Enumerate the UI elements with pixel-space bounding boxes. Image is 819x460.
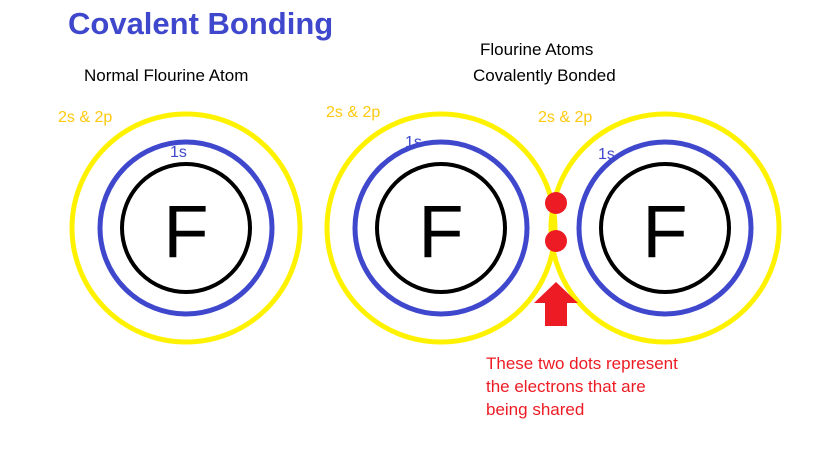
outer-shell-label: 2s & 2p [58,109,112,126]
fluorine-atom-single: F 2s & 2p 1s [58,109,303,345]
annotation-line: the electrons that are [486,377,646,396]
shared-electrons-annotation: These two dots represent the electrons t… [486,352,678,421]
element-symbol: F [418,190,463,273]
bonded-atoms-caption-line1: Flourine Atoms [480,40,594,59]
outer-shell-ring [69,111,303,345]
annotation-line: These two dots represent [486,354,678,373]
fluorine-atom-bonded-left: F 2s & 2p 1s [324,104,558,345]
inner-shell-label: 1s [405,134,422,151]
annotation-line: being shared [486,400,585,419]
nucleus-ring [599,162,731,294]
inner-shell-ring [576,139,754,317]
nucleus-ring [375,162,507,294]
fluorine-atom-bonded-right: F 2s & 2p 1s [538,109,782,345]
page-title: Covalent Bonding [68,6,334,41]
bonded-atoms-caption-line2: Covalently Bonded [473,66,616,85]
inner-shell-ring [352,139,530,317]
element-symbol: F [163,190,208,273]
inner-shell-label: 1s [598,146,615,163]
outer-shell-ring [548,111,782,345]
red-up-arrow-icon [534,282,578,326]
single-atom-caption: Normal Flourine Atom [84,66,249,85]
outer-shell-ring [324,111,558,345]
shared-electron-top [545,192,567,214]
element-symbol: F [642,190,687,273]
shared-electron-bottom [545,230,567,252]
outer-shell-label: 2s & 2p [538,109,592,126]
inner-shell-label: 1s [170,144,187,161]
outer-shell-label: 2s & 2p [326,104,380,121]
inner-shell-ring [97,139,275,317]
nucleus-ring [120,162,252,294]
